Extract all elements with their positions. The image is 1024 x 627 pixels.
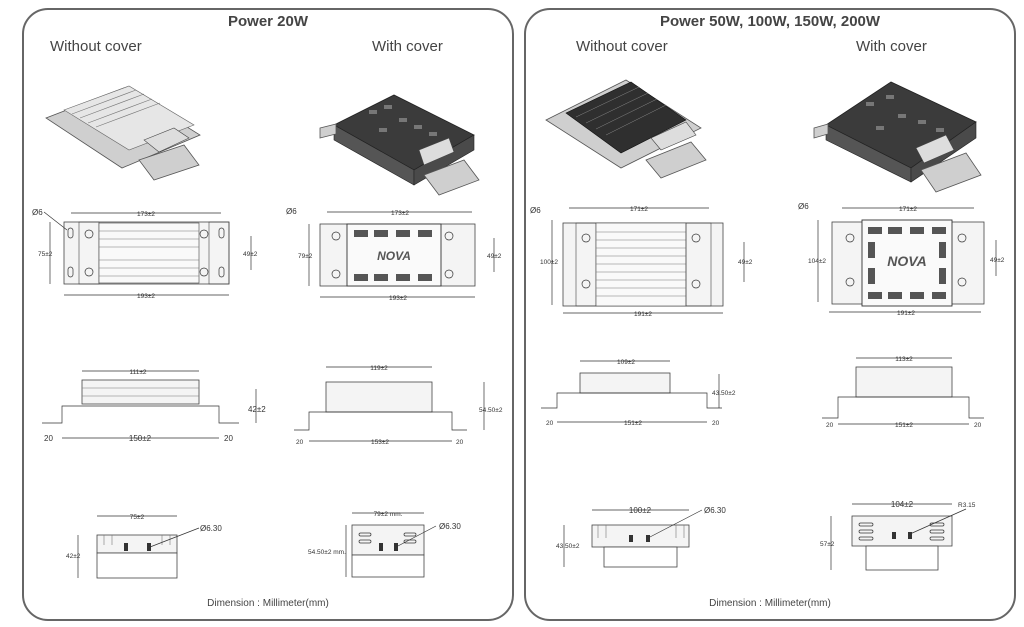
dim-hole: Ø6	[798, 202, 809, 211]
dim-mount-span: 173±2	[391, 210, 409, 217]
iso-view-without-cover	[545, 79, 707, 179]
with-cover-label: With cover	[856, 38, 927, 55]
dim-body-length: 113±2	[895, 356, 913, 363]
dim-hole: Ø6.30	[439, 522, 461, 531]
dim-flange-left: 20	[296, 439, 304, 446]
end-view-with-cover: 79±2 mm. 54.50±2 mm. Ø6.30	[308, 511, 461, 578]
iso-view-with-cover	[813, 81, 982, 193]
dim-height: 79±2	[298, 253, 313, 260]
dim-height: 54.50±2 mm.	[308, 549, 346, 556]
side-view-with-cover: 119±2 54.50±2 153±2 20 20	[294, 365, 503, 446]
dim-total-length: 191±2	[634, 311, 652, 318]
dim-flange-left: 20	[826, 422, 834, 429]
dim-hole: R3.15	[958, 502, 976, 509]
dim-body-length: 119±2	[370, 365, 388, 372]
top-view-without-cover: 171±2 100±2 49±2 191±2 Ø6	[530, 206, 753, 318]
dim-width: 79±2 mm.	[374, 511, 403, 518]
with-cover-label: With cover	[372, 38, 443, 55]
dim-height: 54.50±2	[479, 407, 503, 414]
dim-height: 57±2	[820, 541, 835, 548]
without-cover-label: Without cover	[50, 38, 142, 55]
dim-hole: Ø6.30	[704, 506, 726, 515]
dim-height: 43.50±2	[556, 543, 580, 550]
top-view-with-cover: NOVA 171±2 104±2 49±2 191±2 Ø6	[798, 202, 1005, 317]
dim-width: 100±2	[629, 506, 652, 515]
dimension-note: Dimension : Millimeter(mm)	[709, 598, 831, 609]
dim-height: 75±2	[38, 251, 53, 258]
dim-body-length: 111±2	[129, 369, 146, 376]
dim-total-length: 191±2	[897, 310, 915, 317]
nova-logo: NOVA	[377, 249, 411, 263]
side-view-with-cover: 113±2 151±2 20 20	[822, 356, 984, 429]
dim-height: 42±2	[248, 405, 266, 414]
top-view-without-cover: 173±2 75±2 49±2 193±2 Ø6	[32, 208, 258, 300]
dim-hole: Ø6.30	[200, 524, 222, 533]
panel-title: Power 20W	[227, 13, 309, 30]
dim-width: 104±2	[891, 500, 914, 509]
drawing-50-200w: 171±2 100±2 49±2 191±2 Ø6 NOVA 171±2	[530, 79, 1005, 571]
dim-terminal-span: 49±2	[243, 251, 258, 258]
end-view-without-cover: 75±2 42±2 Ø6.30	[66, 514, 222, 579]
dim-hole: Ø6	[286, 207, 297, 216]
dim-base-length: 151±2	[895, 422, 913, 429]
dim-height: 43.50±2	[712, 390, 736, 397]
dim-total-length: 193±2	[389, 295, 407, 302]
iso-view-without-cover	[45, 85, 201, 181]
dim-base-length: 151±2	[624, 420, 642, 427]
end-view-without-cover: 100±2 43.50±2 Ø6.30	[556, 506, 726, 568]
dim-mount-span: 171±2	[630, 206, 648, 213]
dim-mount-span: 173±2	[137, 211, 155, 218]
drawing-20w: 173±2 75±2 49±2 193±2 Ø6 NOVA 173±2 79±2	[32, 85, 503, 579]
end-view-with-cover: 104±2 57±2 R3.15	[820, 500, 976, 571]
dim-flange-right: 20	[712, 420, 720, 427]
dim-body-length: 109±2	[617, 359, 635, 366]
dim-terminal-span: 49±2	[487, 253, 502, 260]
dim-flange-right: 20	[224, 434, 233, 443]
dim-terminal-span: 49±2	[738, 259, 753, 266]
iso-view-with-cover	[319, 94, 480, 196]
dim-total-length: 193±2	[137, 293, 155, 300]
without-cover-label: Without cover	[576, 38, 668, 55]
dim-hole: Ø6	[32, 208, 43, 217]
dim-height: 100±2	[540, 259, 558, 266]
nova-logo: NOVA	[887, 253, 926, 269]
panel-power-20w: Power 20W Without cover With cover	[22, 8, 514, 621]
dim-base-length: 150±2	[129, 434, 152, 443]
dim-flange-right: 20	[974, 422, 982, 429]
dim-flange-left: 20	[546, 420, 554, 427]
panel-power-50-200w: Power 50W, 100W, 150W, 200W Without cove…	[524, 8, 1016, 621]
dim-width: 75±2	[130, 514, 145, 521]
dim-flange-left: 20	[44, 434, 53, 443]
dim-base-length: 153±2	[371, 439, 389, 446]
side-view-without-cover: 109±2 43.50±2 151±2 20 20	[541, 359, 736, 427]
dimension-note: Dimension : Millimeter(mm)	[207, 598, 329, 609]
panel-title: Power 50W, 100W, 150W, 200W	[659, 13, 881, 30]
dim-flange-right: 20	[456, 439, 464, 446]
dim-terminal-span: 49±2	[990, 257, 1005, 264]
top-view-with-cover: NOVA 173±2 79±2 49±2 193±2 Ø6	[286, 207, 502, 302]
dim-height: 104±2	[808, 258, 826, 265]
dim-hole: Ø6	[530, 206, 541, 215]
dim-height: 42±2	[66, 553, 81, 560]
dim-mount-span: 171±2	[899, 206, 917, 213]
side-view-without-cover: 111±2 42±2 150±2 20 20	[42, 369, 266, 443]
